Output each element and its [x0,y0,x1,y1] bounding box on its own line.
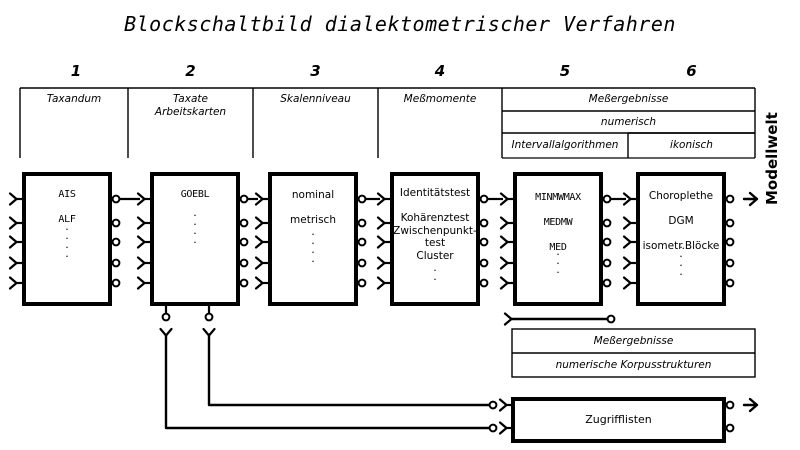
header-cell-skalenniveau: Skalenniveau [280,93,351,105]
page-title: Blockschaltbild dialektometrischer Verfa… [124,12,676,36]
block-3-rect [268,172,358,306]
column-number-5: 5 [559,62,571,80]
lower-table-rules [511,328,756,378]
header-cell-ikonisch: ikonisch [670,139,713,151]
modellwelt-label: Modellwelt [763,112,781,205]
header-cell-taxate: Taxate Arbeitskarten [154,93,227,118]
connector-bank-2-3 [238,192,270,290]
block-1-label: AIS ALF [58,189,76,225]
block-5-label: MINMWMAX MEDMW MED [535,192,581,253]
column-number-1: 1 [70,62,82,80]
column-number-2: 2 [185,62,196,80]
block-2-label: GOEBL [180,189,210,200]
header-table-rules [19,87,756,159]
lower-table-row2: numerische Korpusstrukturen [555,359,712,371]
inputs-left [8,192,24,290]
block-6-label: Choroplethe DGM isometr.Blöcke [642,190,720,252]
block-3-dots: ···· [311,228,315,268]
block-2-rect [150,172,240,306]
column-number-4: 4 [434,62,446,80]
connector-bank-3-4 [356,192,392,290]
block-4-dots: ·· [433,264,437,286]
block-5-rect [513,172,603,306]
header-cell-messergebnisse: Meßergebnisse [588,93,669,105]
header-cell-messmomente: Meßmomente [403,93,477,105]
block-5-dots: ··· [556,248,560,279]
connector-bank-1-2 [110,192,152,290]
modellwelt-arrow-icon [742,191,759,207]
column-number-6: 6 [686,62,697,80]
connector-bank-5-6 [601,192,638,290]
outputs-right [724,191,759,288]
block-6-rect [636,172,726,306]
header-cell-intervallalgorithmen: Intervallalgorithmen [511,139,619,151]
header-cell-numerisch: numerisch [600,116,657,128]
header-cell-taxandum: Taxandum [46,93,102,105]
zugrifflisten-rect [511,397,759,443]
block-4-label: Identitätstest Kohärenztest Zwischenpunk… [393,187,477,262]
feedback-lines [159,304,513,435]
block-3-label: nominal metrisch [290,189,336,226]
block-1-dots: ···· [65,223,69,263]
zugrifflisten-label: Zugrifflisten [585,413,652,426]
column-number-3: 3 [310,62,321,80]
lower-table-row1: Meßergebnisse [593,335,674,347]
block-outlines [22,172,726,306]
block-1-rect [22,172,112,306]
block-4-rect [390,172,480,306]
block-2-dots: ···· [193,209,197,249]
block5-tap-line [503,312,616,326]
block-6-dots: ···· [679,241,683,281]
connector-bank-4-5 [478,192,515,290]
zugrifflisten-arrow-icon [742,397,759,413]
